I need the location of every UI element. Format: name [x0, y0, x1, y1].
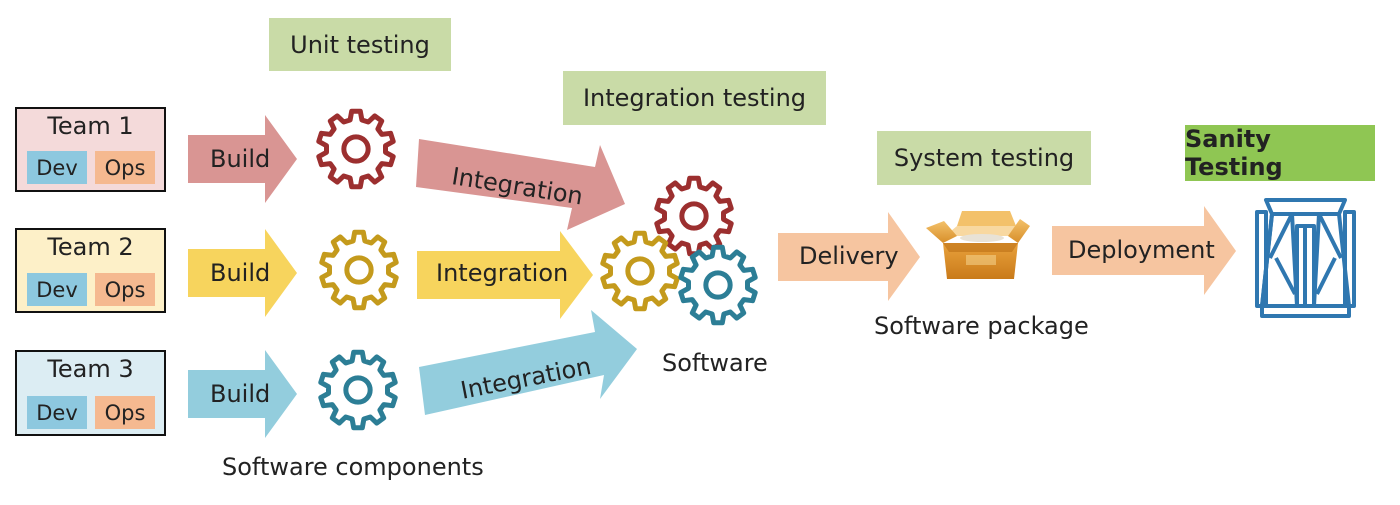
gears-layer: [316, 108, 758, 431]
ops-tag: Ops: [95, 273, 155, 306]
build-arrow-2: [188, 229, 297, 317]
delivery-arrow: [778, 212, 920, 301]
system-testing-label: System testing: [877, 131, 1091, 185]
integration-testing-label: Integration testing: [563, 71, 826, 125]
team-2-box: Team 2 Dev Ops: [15, 228, 166, 313]
team-name: Team 3: [47, 355, 134, 383]
software-package-caption: Software package: [874, 312, 1089, 340]
deployment-label: Deployment: [1068, 236, 1215, 264]
gear-icon: [678, 244, 758, 326]
gear-icon: [319, 229, 399, 311]
unit-testing-label: Unit testing: [269, 18, 451, 71]
server-rack-icon: [1255, 198, 1356, 318]
build-label-2: Build: [210, 259, 271, 287]
gear-icon: [654, 175, 734, 257]
dev-tag: Dev: [27, 396, 87, 429]
box-icon: [926, 211, 1030, 279]
integration-arrow-2: [417, 231, 593, 319]
deployment-arrow: [1052, 206, 1236, 295]
gear-icon: [318, 349, 398, 431]
integration-label-2: Integration: [436, 259, 569, 287]
build-label-1: Build: [210, 145, 271, 173]
software-caption: Software: [662, 349, 768, 377]
gear-icon: [316, 108, 396, 190]
team-name: Team 2: [47, 233, 134, 261]
team-1-box: Team 1 Dev Ops: [15, 107, 166, 192]
integration-arrow-1: [416, 139, 625, 230]
build-arrow-1: [188, 115, 297, 203]
delivery-label: Delivery: [799, 242, 899, 270]
team-3-box: Team 3 Dev Ops: [15, 350, 166, 436]
software-components-caption: Software components: [222, 453, 484, 481]
sanity-testing-label: Sanity Testing: [1185, 125, 1375, 181]
gear-icon: [600, 230, 680, 312]
build-arrow-3: [188, 350, 297, 438]
dev-tag: Dev: [27, 151, 87, 184]
dev-tag: Dev: [27, 273, 87, 306]
ops-tag: Ops: [95, 396, 155, 429]
ops-tag: Ops: [95, 151, 155, 184]
team-name: Team 1: [47, 112, 134, 140]
integration-arrow-3: [419, 310, 637, 415]
build-label-3: Build: [210, 380, 271, 408]
